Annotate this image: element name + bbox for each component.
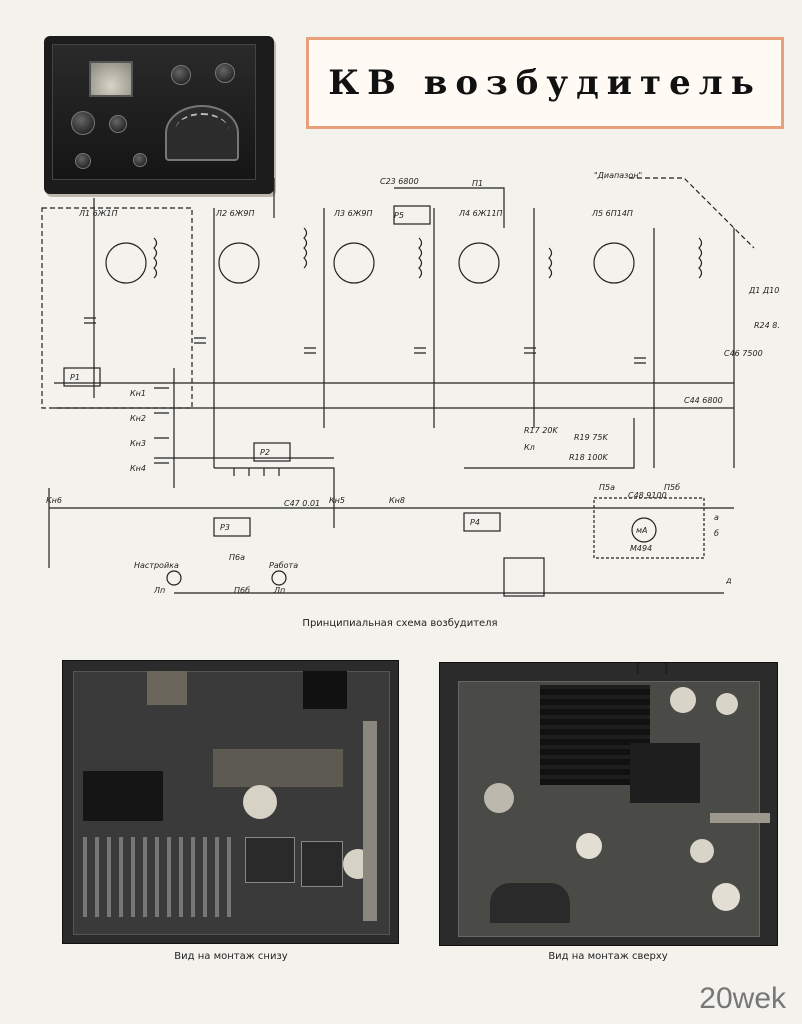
circuit-schematic: Л1 6Ж1П Л2 6Ж9П Л3 6Ж9П Л4 6Ж11П Л5 6П14… xyxy=(34,168,780,608)
knob-icon xyxy=(71,111,95,135)
title-frame: КВ возбудитель xyxy=(306,37,784,129)
label-lamp-work: Работа xyxy=(269,561,298,570)
bottom-view-photo xyxy=(62,660,399,944)
relay-p5 xyxy=(393,205,431,225)
top-view-caption: Вид на монтаж сверху xyxy=(548,951,668,962)
label-p6b: П6б xyxy=(234,586,250,595)
label-p1: П1 xyxy=(472,179,483,188)
label-c23: C23 6800 xyxy=(380,177,419,186)
relay-p3 xyxy=(213,517,251,537)
wire xyxy=(464,418,635,469)
label-node-a: а xyxy=(714,513,719,522)
label-kn4: Кн4 xyxy=(130,464,146,473)
label-kn5: Кн5 xyxy=(329,496,345,505)
label-c44: C44 6800 xyxy=(684,396,723,405)
label-tube-4: Л4 6Ж11П xyxy=(458,209,503,218)
label-tube-1: Л1 6Ж1П xyxy=(78,209,117,218)
coil xyxy=(153,237,158,279)
label-lp2: Лп xyxy=(273,586,285,595)
coil xyxy=(303,227,308,269)
label-p2-relay: Р2 xyxy=(260,448,270,457)
label-c46: C46 7500 xyxy=(724,349,763,358)
label-r24: R24 8.2K xyxy=(754,321,780,330)
label-kn3: Кн3 xyxy=(130,439,146,448)
knob-icon xyxy=(215,63,235,83)
schematic-svg: Л1 6Ж1П Л2 6Ж9П Л3 6Ж9П Л4 6Ж11П Л5 6П14… xyxy=(41,171,780,597)
connector xyxy=(503,557,545,597)
relay-p1 xyxy=(63,367,101,387)
tuning-dial xyxy=(165,105,239,161)
label-node-d: д xyxy=(725,576,732,585)
coil xyxy=(548,247,553,279)
label-d1: Д1 Д101 xyxy=(748,286,780,295)
top-view-photo xyxy=(439,662,778,946)
knob-icon xyxy=(171,65,191,85)
page-title: КВ возбудитель xyxy=(328,63,762,103)
label-tube-5: Л5 6П14П xyxy=(591,209,633,218)
knob-icon xyxy=(75,153,91,169)
range-switch-link xyxy=(629,177,755,249)
label-kn1: Кн1 xyxy=(130,389,146,398)
label-kn8: Кн8 xyxy=(389,496,405,505)
coil xyxy=(698,237,703,279)
label-p6a: П6а xyxy=(229,553,245,562)
lamp-setup xyxy=(166,570,182,586)
tube-1 xyxy=(105,242,147,284)
label-p5: Р5 xyxy=(394,211,404,220)
label-kn6: Кн6 xyxy=(46,496,62,505)
exciter-photo xyxy=(44,36,274,194)
label-lp1: Лп xyxy=(153,586,165,595)
label-p3-relay: Р3 xyxy=(220,523,230,532)
label-p5a: П5а xyxy=(599,483,615,492)
capacitors xyxy=(84,317,646,364)
tube-4 xyxy=(458,242,500,284)
front-panel xyxy=(52,44,256,180)
label-r18: R18 100K xyxy=(569,453,609,462)
label-kl: Кл xyxy=(524,443,535,452)
coil xyxy=(418,237,423,279)
watermark: 20wek xyxy=(699,982,786,1015)
resistors xyxy=(233,468,280,476)
tube-5 xyxy=(593,242,635,284)
label-p5b: П5б xyxy=(664,483,680,492)
label-meter: М494 xyxy=(630,544,652,553)
label-r19: R19 75K xyxy=(574,433,608,442)
wire xyxy=(214,467,335,528)
label-p1-relay: Р1 xyxy=(70,373,80,382)
knob-icon xyxy=(133,153,147,167)
button-stack xyxy=(154,387,169,464)
meter-icon xyxy=(89,61,133,97)
label-tube-3: Л3 6Ж9П xyxy=(333,209,372,218)
label-tube-2: Л2 6Ж9П xyxy=(215,209,254,218)
label-node-b: б xyxy=(714,529,719,538)
label-kn2: Кн2 xyxy=(130,414,146,423)
knob-icon xyxy=(109,115,127,133)
label-r17: R17 20K xyxy=(524,426,558,435)
label-c48: C48 9100 xyxy=(628,491,667,500)
label-range: "Диапазон" xyxy=(594,171,642,180)
relay-p2 xyxy=(253,442,291,462)
ma-meter xyxy=(631,517,657,543)
tube-2 xyxy=(218,242,260,284)
lamp-work xyxy=(271,570,287,586)
label-ma: мА xyxy=(636,526,648,535)
bottom-view-caption: Вид на монтаж снизу xyxy=(174,951,288,962)
label-p4-relay: Р4 xyxy=(470,518,480,527)
wire xyxy=(394,187,505,228)
relay-p4 xyxy=(463,512,501,532)
meter-box xyxy=(593,497,705,559)
schematic-caption: Принципиальная схема возбудителя xyxy=(302,618,498,629)
tube-3 xyxy=(333,242,375,284)
label-c47: C47 0.01 xyxy=(284,499,320,508)
label-lamp-setup: Настройка xyxy=(134,561,179,570)
